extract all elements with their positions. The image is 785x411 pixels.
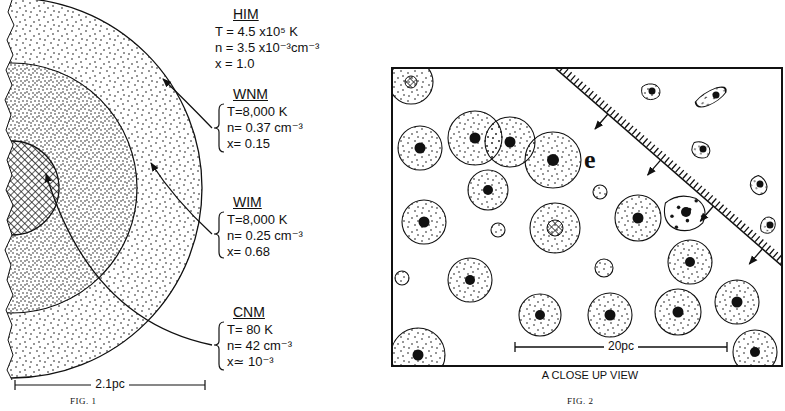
- shredded-cloud: [747, 174, 770, 198]
- cloud-halo: [715, 280, 759, 324]
- cloud-core: [681, 207, 691, 217]
- cloud-core: [757, 181, 764, 188]
- shock-arrow: [749, 249, 762, 264]
- cloud-halo: [392, 328, 445, 366]
- cloud-core: [470, 133, 481, 144]
- small-cloud: [395, 271, 409, 285]
- panel-letter: e: [584, 144, 596, 175]
- cloud-halo: [402, 200, 446, 244]
- cloud-core: [700, 146, 707, 153]
- cloud-core: [547, 220, 563, 236]
- cloud-core: [767, 222, 774, 229]
- figure-caption: FIG. 2: [567, 396, 594, 407]
- torn-edge: [5, 0, 14, 380]
- leader-arrow: [163, 79, 212, 128]
- wim-shell: [0, 0, 202, 378]
- shredded-cloud: [689, 139, 712, 160]
- cloud-core: [505, 137, 516, 148]
- phase-heading: WNM: [233, 86, 268, 103]
- leader-arrow: [151, 163, 212, 234]
- cloud-halo: [448, 258, 492, 302]
- scale-label: 2.1pc: [91, 377, 128, 391]
- brace: [214, 104, 224, 152]
- figure-caption: FIG. 1: [70, 396, 97, 407]
- cloud-core: [750, 347, 760, 357]
- phase-parameter: n= 42 cm⁻³: [227, 338, 292, 354]
- phase-parameter: x= 0.15: [227, 136, 270, 152]
- cloud-halo: [655, 289, 701, 335]
- shock-arrow: [648, 160, 661, 175]
- cloud-halo: [519, 294, 561, 336]
- brace: [214, 212, 224, 258]
- phase-heading: WIM: [233, 194, 262, 211]
- phase-parameter: x= 0.68: [227, 244, 270, 260]
- panel-title: A CLOSE UP VIEW: [542, 369, 638, 382]
- phase-heading: CNM: [233, 304, 265, 321]
- close-up-field: [392, 68, 782, 366]
- shredded-cloud: [642, 84, 660, 100]
- phase-parameter: x = 1.0: [215, 56, 254, 72]
- shock-arrow: [595, 114, 608, 129]
- panel-frame: [392, 68, 782, 366]
- wnm-shell: [0, 63, 137, 313]
- phase-parameter: n = 3.5 x10⁻³cm⁻³: [215, 40, 319, 56]
- cloud-core: [732, 297, 743, 308]
- cloud-core: [673, 307, 684, 318]
- brace: [214, 322, 224, 370]
- cloud-halo: [525, 132, 581, 188]
- shredded-cloud: [759, 215, 778, 235]
- cloud-halo: [468, 170, 508, 210]
- cloud-halo: [733, 330, 777, 366]
- cloud-core: [419, 217, 430, 228]
- shocked-cloud: [664, 196, 705, 231]
- cloud-core: [633, 213, 644, 224]
- phase-parameter: T=8,000 K: [227, 104, 287, 120]
- cloud-core: [605, 310, 616, 321]
- cloud-core: [415, 143, 426, 154]
- cloud-core: [465, 275, 475, 285]
- cloud-halo: [668, 240, 712, 284]
- phase-parameter: T=8,000 K: [227, 212, 287, 228]
- wnm-shell-ground: [0, 63, 137, 313]
- cloud-core: [483, 185, 493, 195]
- scale-label: 20pc: [604, 339, 638, 353]
- cloud-halo: [588, 293, 632, 337]
- small-cloud: [593, 185, 607, 199]
- phase-heading: HIM: [233, 6, 259, 23]
- shock-arrow: [700, 206, 713, 221]
- cloud-core: [547, 154, 559, 166]
- phase-parameter: n= 0.25 cm⁻³: [227, 228, 303, 244]
- him-boundary: [0, 0, 202, 378]
- cloud-halo: [392, 68, 433, 104]
- shock-front: [555, 68, 782, 266]
- cloud-core: [535, 310, 545, 320]
- cloud-halo: [398, 126, 442, 170]
- cloud-core: [713, 92, 720, 99]
- cloud-core: [649, 88, 656, 95]
- shredded-cloud: [694, 83, 729, 110]
- phase-parameter: x≃ 10⁻³: [227, 354, 274, 370]
- shock-hatching: [558, 68, 782, 263]
- cloud-halo: [530, 203, 580, 253]
- small-cloud: [491, 223, 505, 237]
- phase-parameter: T= 80 K: [227, 322, 273, 338]
- cloud-core: [405, 76, 417, 88]
- small-cloud: [595, 259, 613, 277]
- leader-arrow: [46, 174, 212, 345]
- cloud-core: [413, 350, 424, 361]
- phase-parameter: n= 0.37 cm⁻³: [227, 120, 303, 136]
- phase-parameter: T = 4.5 x10⁵ K: [215, 24, 298, 40]
- cloud-halo: [615, 195, 661, 241]
- cloud-core: [685, 257, 695, 267]
- cloud-model: [0, 0, 202, 378]
